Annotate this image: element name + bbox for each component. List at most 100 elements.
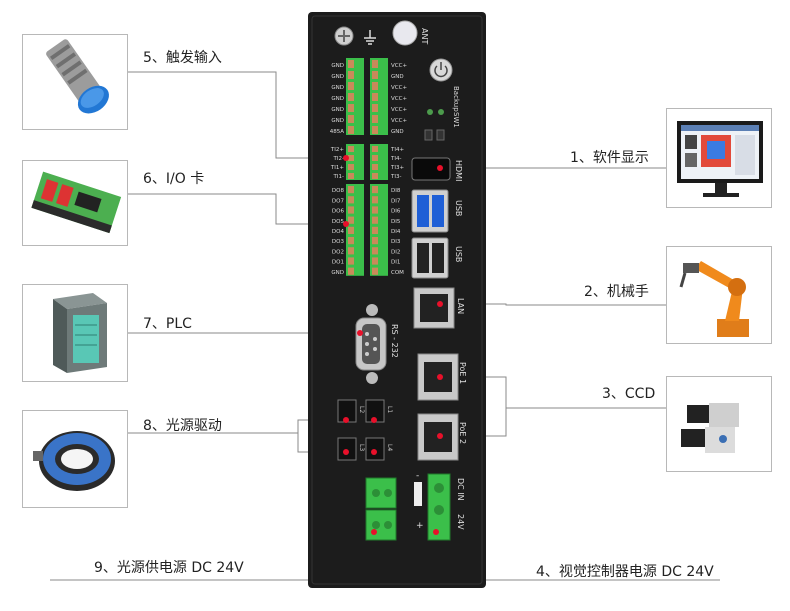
light-driver-image <box>22 410 128 508</box>
terminal-pin <box>348 115 354 123</box>
terminal-label-left: GND <box>331 63 344 69</box>
terminal-pin <box>348 82 354 90</box>
robot-arm-image <box>666 246 772 344</box>
terminal-pin <box>372 173 378 179</box>
terminal-block-block2-l[interactable] <box>346 144 364 180</box>
light-channel-l3[interactable] <box>337 437 357 461</box>
usb-port-bottom[interactable] <box>411 237 449 279</box>
terminal-label-right: TI3- <box>390 174 401 180</box>
terminal-label-right: DI8 <box>391 188 401 194</box>
light-channel-l2[interactable] <box>365 399 385 423</box>
terminal-pin <box>348 267 354 275</box>
terminal-label-left: GND <box>331 270 344 276</box>
terminal-pin <box>372 104 378 112</box>
terminal-label-right: DI4 <box>391 229 401 235</box>
terminal-pin <box>348 247 354 255</box>
v24-label: 24V <box>456 514 465 530</box>
terminal-label-right: VCC+ <box>391 85 407 91</box>
hdmi-label: HDMI <box>454 160 463 181</box>
terminal-label-right: DI1 <box>391 260 400 266</box>
software-display-image <box>666 108 772 208</box>
terminal-label-left: GND <box>331 107 344 113</box>
ring-light-icon <box>33 431 115 491</box>
terminal-marker <box>343 221 349 227</box>
dc-in-label: DC IN <box>456 478 465 501</box>
plc-image <box>22 284 128 382</box>
terminal-label-left: TI2+ <box>330 147 344 153</box>
poe2-port[interactable] <box>417 413 459 461</box>
terminal-pin <box>372 257 378 265</box>
terminal-pin <box>372 115 378 123</box>
terminal-pin <box>348 71 354 79</box>
terminal-label-left: TI2- <box>333 156 344 162</box>
terminal-pin <box>348 126 354 134</box>
hdmi-port[interactable] <box>411 157 451 181</box>
poe1-port[interactable] <box>417 353 459 401</box>
terminal-pin <box>348 186 354 194</box>
ch-l4-label: L4 <box>386 444 393 451</box>
terminal-label-right: VCC+ <box>391 63 407 69</box>
terminal-label-left: DO7 <box>332 198 345 204</box>
terminal-label-left: GND <box>331 118 344 124</box>
plus-label: + <box>416 521 424 531</box>
terminal-pin <box>348 237 354 245</box>
terminal-label-left: DO8 <box>332 188 345 194</box>
terminal-label-right: TI4+ <box>390 147 404 153</box>
backup-label: Backup <box>452 86 460 112</box>
callout-io-card: 6、I/O 卡 <box>143 171 205 187</box>
terminal-label-left: 485A <box>330 129 344 135</box>
robot-arm-icon <box>679 261 749 337</box>
terminal-block-block2-r[interactable] <box>370 144 388 180</box>
terminal-label-left: GND <box>331 74 344 80</box>
terminal-marker <box>343 155 349 161</box>
terminal-pin <box>372 267 378 275</box>
lan-label: LAN <box>456 298 465 314</box>
terminal-label-right: DI5 <box>391 219 401 225</box>
terminal-pin <box>372 216 378 224</box>
terminal-pin <box>348 60 354 68</box>
sw1-label: SW1 <box>452 112 460 128</box>
terminal-label-left: DO2 <box>332 249 344 255</box>
power-icon <box>434 65 448 78</box>
monitor-icon <box>677 121 763 197</box>
dc-in-terminal[interactable] <box>414 473 451 541</box>
poe1-label: PoE 1 <box>458 362 467 384</box>
hdmi-marker <box>437 165 443 171</box>
terminal-pin <box>372 206 378 214</box>
callout-light-power: 9、光源供电源 DC 24V <box>94 560 244 576</box>
industrial-camera-icon <box>681 403 739 453</box>
lan-port[interactable] <box>413 287 455 329</box>
ch-l3-label: L3 <box>358 444 365 451</box>
terminal-pin <box>372 146 378 152</box>
ch-l2-label: L2 <box>358 406 365 413</box>
ground-icon <box>364 30 376 45</box>
terminal-pin <box>348 216 354 224</box>
terminal-pin <box>372 71 378 79</box>
terminal-pin <box>348 155 354 161</box>
light-channel-l4[interactable] <box>365 437 385 461</box>
terminal-label-right: VCC+ <box>391 96 407 102</box>
terminal-label-right: DI6 <box>391 209 401 215</box>
ant-label: ANT <box>420 28 429 44</box>
terminal-pin <box>348 226 354 234</box>
terminal-pin <box>372 155 378 161</box>
ch-l1-label: L1 <box>386 406 393 413</box>
terminal-label-left: GND <box>331 96 344 102</box>
light-power-terminal[interactable] <box>365 477 397 541</box>
usb-port-top[interactable] <box>411 189 449 233</box>
terminal-label-right: GND <box>391 129 404 135</box>
terminal-label-right: DI2 <box>391 249 400 255</box>
terminal-pin <box>348 104 354 112</box>
terminal-pin <box>372 82 378 90</box>
io-board-icon <box>31 171 122 234</box>
plc-module-icon <box>53 293 107 373</box>
terminal-label-right: TI4- <box>390 156 401 162</box>
ccd-image <box>666 376 772 472</box>
light-channel-l1[interactable] <box>337 399 357 423</box>
terminal-label-right: VCC+ <box>391 107 407 113</box>
rs232-port[interactable] <box>355 304 387 384</box>
terminal-label-left: TI1+ <box>330 165 344 171</box>
io-card-image <box>22 160 128 246</box>
